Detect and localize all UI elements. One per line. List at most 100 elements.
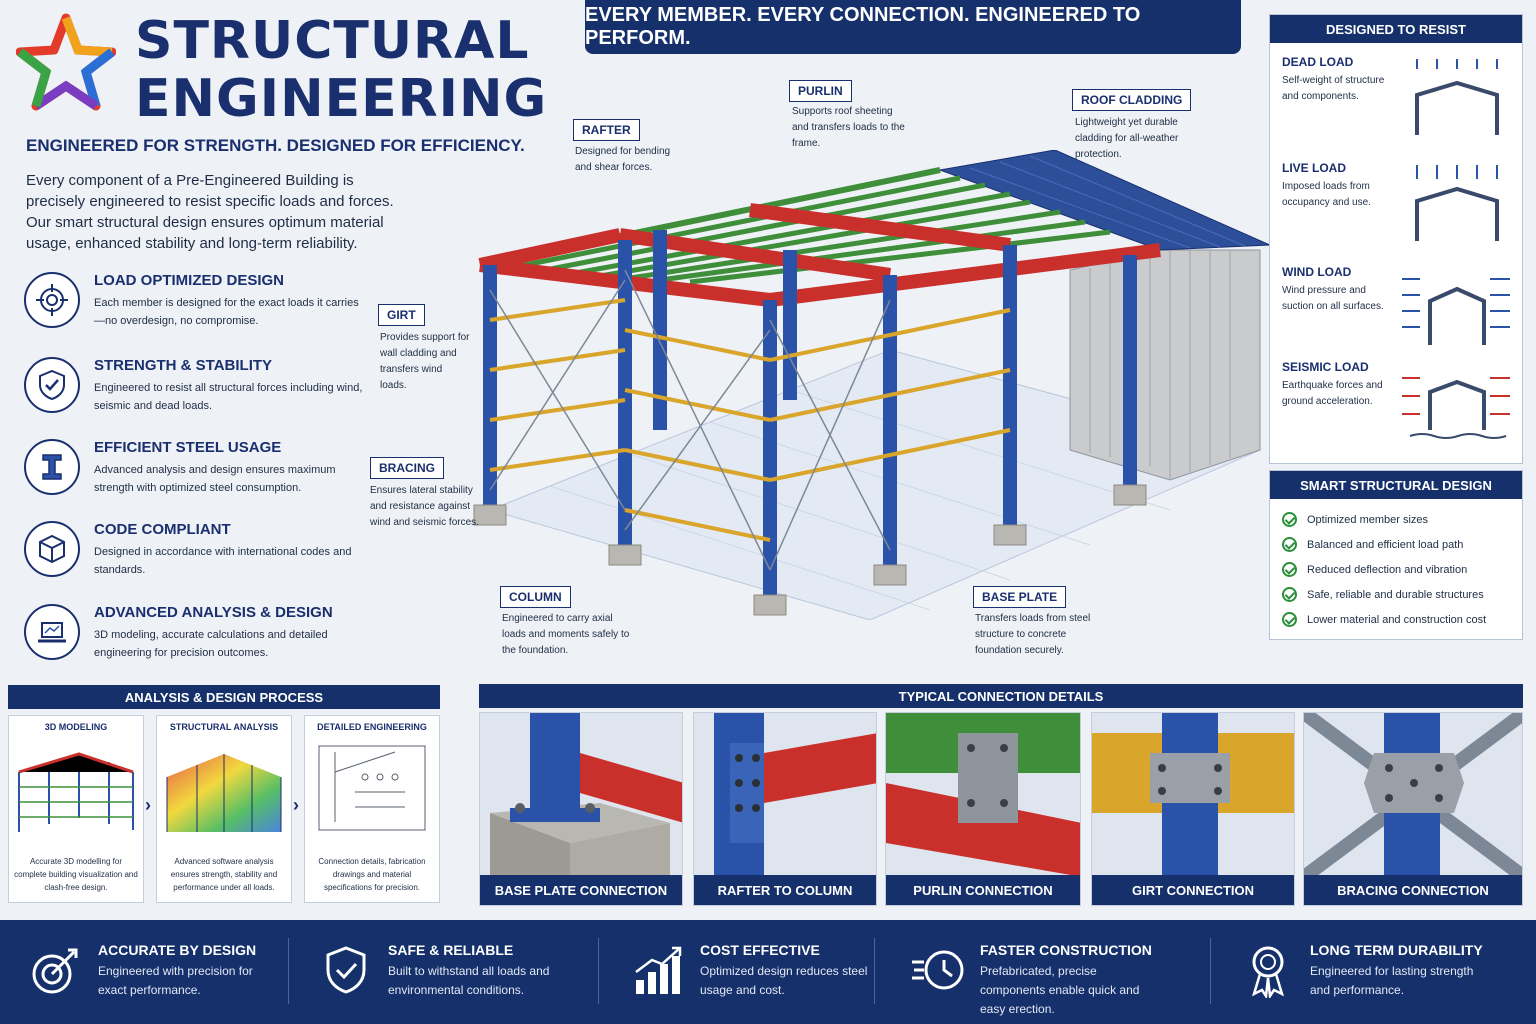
benefit-title: COST EFFECTIVE	[700, 942, 820, 958]
divider	[874, 938, 875, 1004]
benefit-desc: Engineered with precision for exact perf…	[98, 964, 253, 997]
check-icon	[1282, 562, 1297, 577]
process-step-analysis: STRUCTURAL ANALYSIS Advanced software an…	[156, 715, 292, 903]
fast-clock-icon	[912, 950, 964, 990]
list-item: Reduced deflection and vibration	[1282, 557, 1510, 582]
wind-load-frame-icon	[1402, 278, 1510, 345]
shield-check-icon	[24, 357, 80, 413]
growth-chart-icon	[635, 946, 682, 994]
panel-title: DESIGNED TO RESIST	[1270, 15, 1522, 43]
callout-roof-cladding: ROOF CLADDING	[1072, 89, 1192, 111]
connection-label: GIRT CONNECTION	[1092, 875, 1294, 905]
list-item-label: Lower material and construction cost	[1307, 613, 1487, 626]
feature-code-compliant: CODE COMPLIANT Designed in accordance wi…	[24, 521, 364, 591]
load-title: WIND LOAD	[1282, 265, 1352, 279]
target-icon	[24, 272, 80, 328]
connection-label: RAFTER TO COLUMN	[694, 875, 876, 905]
intro-text: Every component of a Pre-Engineered Buil…	[26, 172, 394, 252]
benefit-title: SAFE & RELIABLE	[388, 942, 514, 958]
feature-desc: Advanced analysis and design ensures max…	[94, 464, 336, 494]
shield-check-icon	[326, 946, 366, 994]
load-title: DEAD LOAD	[1282, 55, 1354, 69]
callout-girt: GIRT	[378, 304, 425, 326]
feature-title: STRENGTH & STABILITY	[94, 357, 273, 374]
list-item: Optimized member sizes	[1282, 507, 1510, 532]
callout-column-desc: Engineered to carry axial loads and mome…	[502, 613, 630, 656]
analysis-heatmap-image	[166, 754, 282, 832]
callout-rafter-desc: Designed for bending and shear forces.	[575, 146, 671, 173]
benefit-title: ACCURATE BY DESIGN	[98, 942, 257, 958]
target-arrow-icon	[32, 948, 78, 994]
callout-bracing: BRACING	[370, 457, 444, 479]
connection-base-plate: BASE PLATE CONNECTION	[479, 712, 683, 906]
feature-title: EFFICIENT STEEL USAGE	[94, 439, 282, 456]
connection-label: BRACING CONNECTION	[1304, 875, 1522, 905]
dead-load-frame-icon	[1415, 59, 1499, 135]
divider	[1210, 938, 1211, 1004]
list-item-label: Safe, reliable and durable structures	[1307, 588, 1484, 601]
dead-load: DEAD LOAD Self-weight of structure and c…	[1282, 55, 1512, 155]
load-desc: Imposed loads from occupancy and use.	[1282, 181, 1371, 208]
load-desc: Earthquake forces and ground acceleratio…	[1282, 380, 1383, 407]
divider	[598, 938, 599, 1004]
benefit-desc: Optimized design reduces steel usage and…	[700, 964, 868, 997]
purlin-connection-image	[886, 713, 1080, 877]
benefit-desc: Engineered for lasting strength and perf…	[1310, 964, 1474, 997]
laptop-icon	[24, 604, 80, 660]
process-step-modeling: 3D MODELING Accurate 3D modelling for co…	[8, 715, 144, 903]
feature-desc: Engineered to resist all structural forc…	[94, 382, 363, 412]
callout-rafter: RAFTER	[573, 119, 640, 141]
detail-drawing-image	[318, 745, 426, 831]
seismic-load-frame-icon	[1402, 377, 1510, 439]
step-title: DETAILED ENGINEERING	[317, 722, 427, 732]
girt-connection-image	[1092, 713, 1294, 877]
feature-desc: 3D modeling, accurate calculations and d…	[94, 629, 328, 659]
connection-purlin: PURLIN CONNECTION	[885, 712, 1081, 906]
load-title: LIVE LOAD	[1282, 161, 1347, 175]
connection-bracing: BRACING CONNECTION	[1303, 712, 1523, 906]
load-desc: Self-weight of structure and components.	[1282, 75, 1385, 102]
list-item-label: Optimized member sizes	[1307, 513, 1429, 526]
callout-base-plate-desc: Transfers loads from steel structure to …	[975, 613, 1091, 656]
feature-strength: STRENGTH & STABILITY Engineered to resis…	[24, 357, 364, 427]
feature-advanced-analysis: ADVANCED ANALYSIS & DESIGN 3D modeling, …	[24, 604, 364, 674]
list-item: Lower material and construction cost	[1282, 607, 1510, 632]
callout-column: COLUMN	[500, 586, 571, 608]
check-icon	[1282, 537, 1297, 552]
rafter-column-image	[714, 713, 876, 877]
designed-to-resist-panel: DESIGNED TO RESIST DEAD LOAD Self-weight…	[1269, 14, 1523, 464]
seismic-load: SEISMIC LOAD Earthquake forces and groun…	[1282, 360, 1512, 460]
base-plate-image	[490, 713, 682, 877]
connection-rafter-column: RAFTER TO COLUMN	[693, 712, 877, 906]
step-desc: Accurate 3D modelling for complete build…	[14, 857, 138, 892]
benefit-desc: Prefabricated, precise components enable…	[980, 964, 1140, 1016]
panel-title: SMART STRUCTURAL DESIGN	[1270, 471, 1522, 499]
step-title: 3D MODELING	[44, 722, 108, 732]
list-item-label: Balanced and efficient load path	[1307, 538, 1464, 551]
callout-base-plate: BASE PLATE	[973, 586, 1067, 608]
wind-load: WIND LOAD Wind pressure and suction on a…	[1282, 265, 1512, 365]
callout-roof-desc: Lightweight yet durable cladding for all…	[1075, 117, 1179, 160]
i-beam-icon	[24, 439, 80, 495]
load-desc: Wind pressure and suction on all surface…	[1282, 285, 1384, 312]
section-title: TYPICAL CONNECTION DETAILS	[479, 684, 1523, 708]
feature-title: CODE COMPLIANT	[94, 521, 231, 538]
connection-label: PURLIN CONNECTION	[886, 875, 1080, 905]
analysis-design-process: ANALYSIS & DESIGN PROCESS 3D MODELING Ac…	[8, 685, 440, 907]
chevron-right-icon: ›	[293, 795, 299, 815]
bracing-connection-image	[1304, 713, 1522, 883]
callout-purlin-desc: Supports roof sheeting and transfers loa…	[792, 106, 905, 149]
check-icon	[1282, 612, 1297, 627]
cube-icon	[24, 521, 80, 577]
process-step-detailing: DETAILED ENGINEERING Connection details,…	[304, 715, 440, 903]
step-desc: Advanced software analysis ensures stren…	[170, 857, 278, 892]
connection-girt: GIRT CONNECTION	[1091, 712, 1295, 906]
list-item-label: Reduced deflection and vibration	[1307, 563, 1468, 576]
feature-efficient-steel: EFFICIENT STEEL USAGE Advanced analysis …	[24, 439, 364, 509]
step-desc: Connection details, fabrication drawings…	[318, 857, 426, 892]
building-frame-diagram	[473, 150, 1270, 620]
frame-model-image	[18, 752, 134, 832]
live-load-frame-icon	[1415, 165, 1499, 241]
benefit-desc: Built to withstand all loads and environ…	[388, 964, 550, 997]
list-item: Safe, reliable and durable structures	[1282, 582, 1510, 607]
